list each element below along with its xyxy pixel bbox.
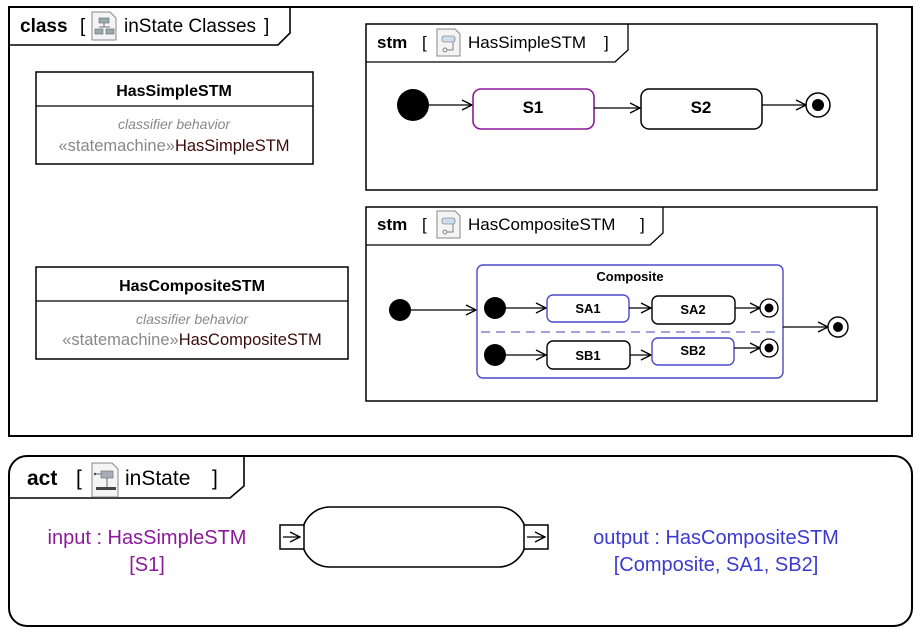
class-box-has-composite-stm[interactable]: HasCompositeSTM classifier behavior «sta… (35, 266, 349, 360)
act-frame-title: inState (125, 467, 190, 490)
act-frame-open-bracket: [ (76, 467, 82, 490)
state-sa1-label: SA1 (575, 301, 600, 316)
input-pin-state-constraint: [S1] (129, 554, 165, 576)
class-name: HasCompositeSTM (119, 278, 265, 295)
class-frame-keyword: class (20, 16, 68, 37)
class-frame-close-bracket: ] (264, 16, 269, 37)
state-sb1[interactable]: SB1 (546, 340, 631, 370)
stm-simple-frame[interactable]: stm [ HasSimpleSTM ] S1 S2 (365, 23, 878, 191)
stm-composite-header-tab (366, 207, 664, 246)
act-frame-keyword: act (27, 467, 57, 490)
input-pin-label: input : HasSimpleSTM (48, 527, 247, 549)
state-sb2-label: SB2 (680, 343, 705, 358)
stm-simple-close-bracket: ] (604, 33, 609, 52)
state-sa2[interactable]: SA2 (651, 295, 736, 325)
stereotype-label: «statemachine» (58, 137, 175, 155)
state-s1-label: S1 (523, 98, 544, 117)
final-state (759, 338, 779, 358)
region-b: SB1 SB2 (484, 337, 779, 370)
output-pin-label: output : HasCompositeSTM (593, 527, 839, 549)
stm-simple-open-bracket: [ (422, 33, 427, 52)
class-frame-title: inState Classes (124, 16, 256, 37)
state-sa1[interactable]: SA1 (546, 294, 630, 323)
state-s2[interactable]: S2 (640, 88, 763, 130)
class-diagram-frame[interactable]: class [ inState Classes ] HasSimpleSTM c… (8, 6, 913, 437)
classifier-behavior-label: classifier behavior (118, 116, 231, 132)
state-machine-diagram-icon (436, 210, 461, 239)
state-sb2-box (651, 337, 735, 366)
stm-simple-header-tab (366, 24, 629, 63)
state-s1-box (472, 88, 595, 130)
output-pin-state-constraint: [Composite, SA1, SB2] (614, 554, 819, 576)
behavior-reference[interactable]: HasCompositeSTM (179, 331, 322, 349)
initial-pseudostate (389, 299, 411, 321)
classifier-behavior-label: classifier behavior (136, 311, 249, 327)
class-box-border (35, 266, 349, 360)
action-node[interactable] (301, 506, 527, 568)
stm-simple-title: HasSimpleSTM (468, 33, 586, 52)
stm-simple-keyword: stm (377, 33, 407, 52)
behavior-reference[interactable]: HasSimpleSTM (175, 137, 290, 155)
act-frame-header-tab (9, 456, 245, 499)
stm-composite-close-bracket: ] (640, 215, 645, 234)
classifier-behavior-value: «statemachine»HasSimpleSTM (58, 137, 289, 155)
class-name: HasSimpleSTM (116, 83, 232, 100)
composite-state-label: Composite (596, 269, 663, 284)
initial-pseudostate (484, 297, 506, 319)
state-machine-diagram-icon (436, 28, 461, 57)
act-frame-close-bracket: ] (212, 467, 218, 490)
stm-composite-keyword: stm (377, 215, 407, 234)
output-pin[interactable] (523, 524, 549, 550)
stereotype-label: «statemachine» (62, 331, 179, 349)
final-state (759, 298, 779, 318)
region-a: SA1 SA2 (484, 294, 779, 325)
state-sa2-label: SA2 (680, 302, 705, 317)
class-box-border (35, 71, 314, 165)
class-frame-header-tab (9, 7, 291, 46)
stm-composite-open-bracket: [ (422, 215, 427, 234)
state-sa2-box (651, 295, 736, 325)
class-frame-open-bracket: [ (80, 16, 86, 37)
state-sb1-label: SB1 (575, 348, 600, 363)
state-s2-box (640, 88, 763, 130)
input-pin[interactable] (279, 524, 305, 550)
stm-composite-frame[interactable]: stm [ HasCompositeSTM ] Composite (365, 206, 878, 402)
activity-diagram-frame[interactable]: act [ inState ] input : HasSimpleSTM [S1… (8, 455, 913, 627)
class-box-has-simple-stm[interactable]: HasSimpleSTM classifier behavior «statem… (35, 71, 314, 165)
stm-composite-title: HasCompositeSTM (468, 215, 615, 234)
composite-state[interactable]: Composite SA1 SA2 (476, 264, 784, 379)
final-state (827, 316, 849, 338)
class-diagram-icon (91, 11, 117, 41)
state-s2-label: S2 (691, 98, 712, 117)
state-sb2[interactable]: SB2 (651, 337, 735, 366)
classifier-behavior-value: «statemachine»HasCompositeSTM (62, 331, 322, 349)
final-state (805, 92, 831, 118)
initial-pseudostate (397, 89, 429, 121)
state-s1[interactable]: S1 (472, 88, 595, 130)
initial-pseudostate (484, 344, 506, 366)
activity-diagram-icon (91, 462, 119, 498)
